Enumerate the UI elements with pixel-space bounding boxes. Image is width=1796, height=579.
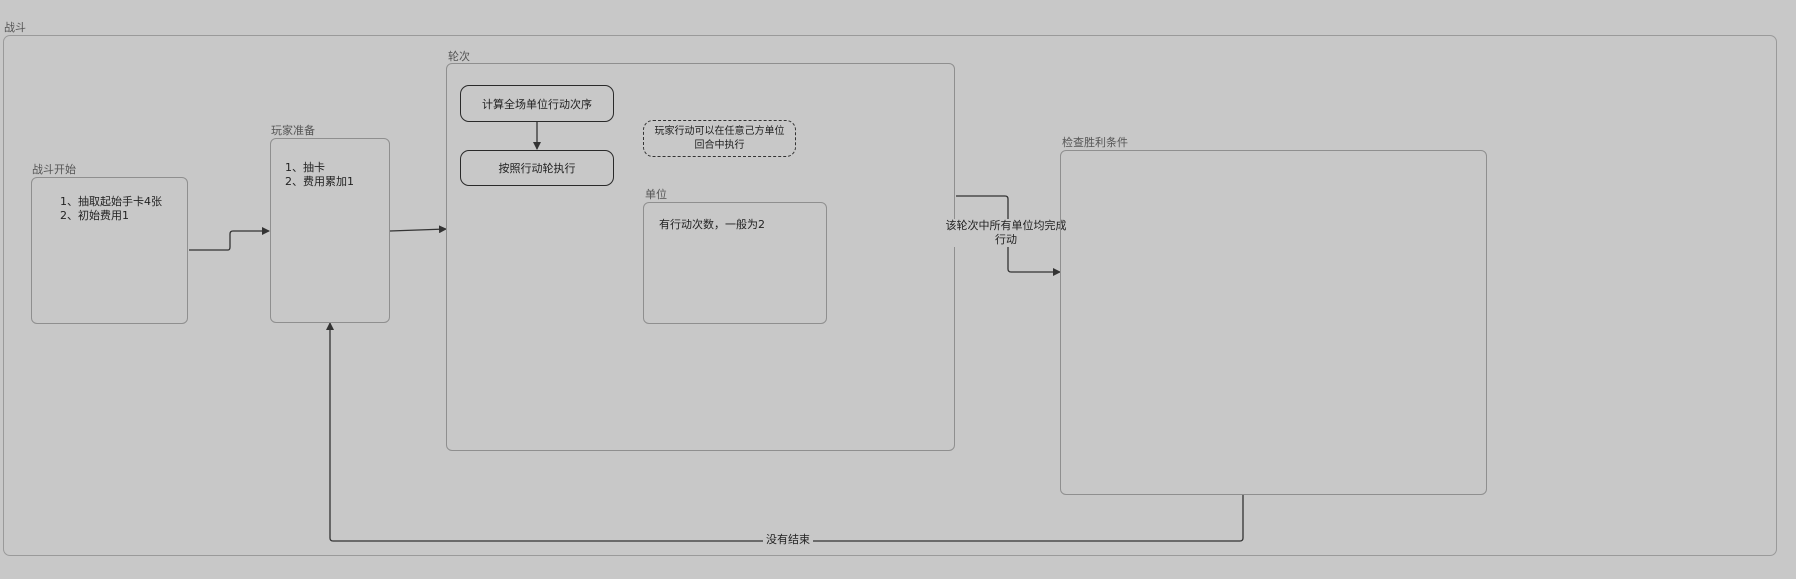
not-ended-label: 没有结束 <box>763 533 813 547</box>
edge-start-to-prep <box>189 227 270 251</box>
battle-start-text: 1、抽取起始手卡4张 2、初始费用1 <box>60 195 162 222</box>
player-prep-label: 玩家准备 <box>271 124 315 137</box>
check-victory-label: 检查胜利条件 <box>1062 136 1128 149</box>
unit-text: 有行动次数，一般为2 <box>659 218 765 231</box>
player-prep-text: 1、抽卡 2、费用累加1 <box>285 161 354 188</box>
round-label: 轮次 <box>448 50 470 63</box>
unit-label: 单位 <box>645 188 667 201</box>
battle-start-label: 战斗开始 <box>32 163 76 176</box>
battle-container <box>3 35 1777 556</box>
unit-box[interactable] <box>643 202 827 324</box>
battle-start-box[interactable] <box>31 177 188 324</box>
calc-order-node[interactable]: 计算全场单位行动次序 <box>460 85 614 122</box>
edge-prep-to-round <box>389 225 447 234</box>
player-prep-box[interactable] <box>270 138 390 323</box>
exec-by-order-node[interactable]: 按照行动轮执行 <box>460 150 614 186</box>
player-action-note[interactable]: 玩家行动可以在任意己方单位回合中执行 <box>643 120 796 157</box>
check-victory-box[interactable] <box>1060 150 1487 495</box>
battle-label: 战斗 <box>4 21 26 34</box>
round-container[interactable] <box>446 63 955 451</box>
round-done-label: 该轮次中所有单位均完成行动 <box>945 219 1067 247</box>
